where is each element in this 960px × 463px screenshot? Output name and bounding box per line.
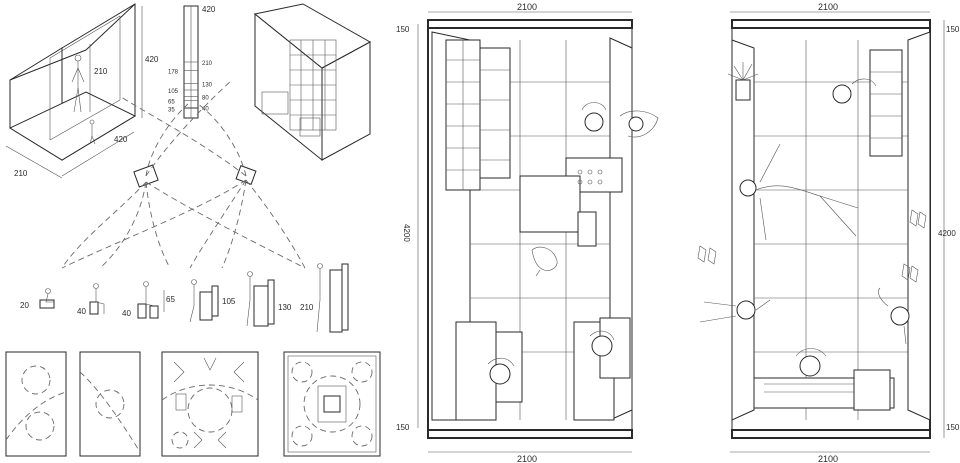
plan-right-side-length: 4200	[938, 229, 956, 238]
posture-height-6: 130	[278, 303, 292, 312]
figure-height-label: 210	[94, 67, 108, 76]
plan-mid-cat	[531, 246, 558, 277]
camera-view-cones	[61, 79, 306, 269]
plan-right-bottom-desk	[753, 348, 895, 411]
posture-height-5: 105	[222, 297, 236, 306]
posture-height-7: 210	[300, 303, 314, 312]
plan-right-lying-figure	[739, 143, 859, 241]
scale-tick-label: 65	[168, 100, 175, 106]
scale-marks: 210 178 130 105 80 65 40 35	[168, 61, 213, 114]
plan-right-top-width: 2100	[818, 2, 838, 12]
posture-height-1: 20	[20, 301, 29, 310]
scale-top-label: 420	[202, 5, 216, 14]
plan-right-shelving	[869, 49, 903, 157]
scale-tick-label: 80	[202, 96, 209, 102]
plan-right-wall-bottom: 150	[946, 423, 960, 432]
plan-right-person-top	[832, 78, 877, 104]
box-depth-label: 210	[14, 169, 28, 178]
plan-right-bottom-width: 2100	[818, 454, 838, 463]
isometric-room-left: 210 210 420 420	[5, 3, 159, 179]
box-height-label: 420	[145, 55, 159, 64]
plan-mid-person-top	[581, 102, 659, 138]
plan-view-middle: 2100 2100 150 150 4200	[396, 2, 659, 463]
posture-figures-row: 20 40 40 65 105 130 210	[20, 263, 349, 333]
box-length-label: 420	[114, 135, 128, 144]
circulation-diagrams	[5, 351, 381, 457]
posture-height-4: 65	[166, 295, 175, 304]
plan-right-wall-top: 150	[946, 25, 960, 34]
scale-tick-label: 105	[168, 89, 179, 95]
plan-mid-table	[519, 157, 623, 247]
scale-tick-label: 178	[168, 70, 179, 76]
plan-view-right: 2100 2100 150 150 4200	[697, 2, 960, 463]
isometric-room-shelves	[253, 3, 372, 162]
posture-height-3: 40	[122, 309, 131, 318]
plan-mid-wall-bottom: 150	[396, 423, 410, 432]
plant-icon	[727, 62, 759, 101]
height-scale-column: 420 210 178 130 105 80 65 40 35	[168, 5, 216, 119]
plan-mid-bottom-width: 2100	[517, 454, 537, 463]
plan-mid-top-width: 2100	[517, 2, 537, 12]
shelf-grid	[261, 39, 337, 137]
posture-height-2: 40	[77, 307, 86, 316]
plan-right-person-left	[699, 299, 771, 323]
plan-mid-shelving-unit	[445, 39, 511, 191]
scale-tick-label: 210	[202, 61, 213, 67]
small-figure	[89, 119, 96, 145]
plan-right-shoes	[697, 209, 927, 283]
standing-figure	[71, 54, 85, 113]
scale-tick-label: 35	[168, 108, 175, 114]
scale-tick-label: 130	[202, 82, 213, 88]
scale-tick-label: 40	[202, 106, 209, 112]
plan-mid-side-length: 4200	[402, 224, 411, 242]
plan-mid-wall-top: 150	[396, 25, 410, 34]
plan-right-person-right	[878, 287, 910, 345]
plan-mid-bottom-furniture	[455, 317, 631, 421]
